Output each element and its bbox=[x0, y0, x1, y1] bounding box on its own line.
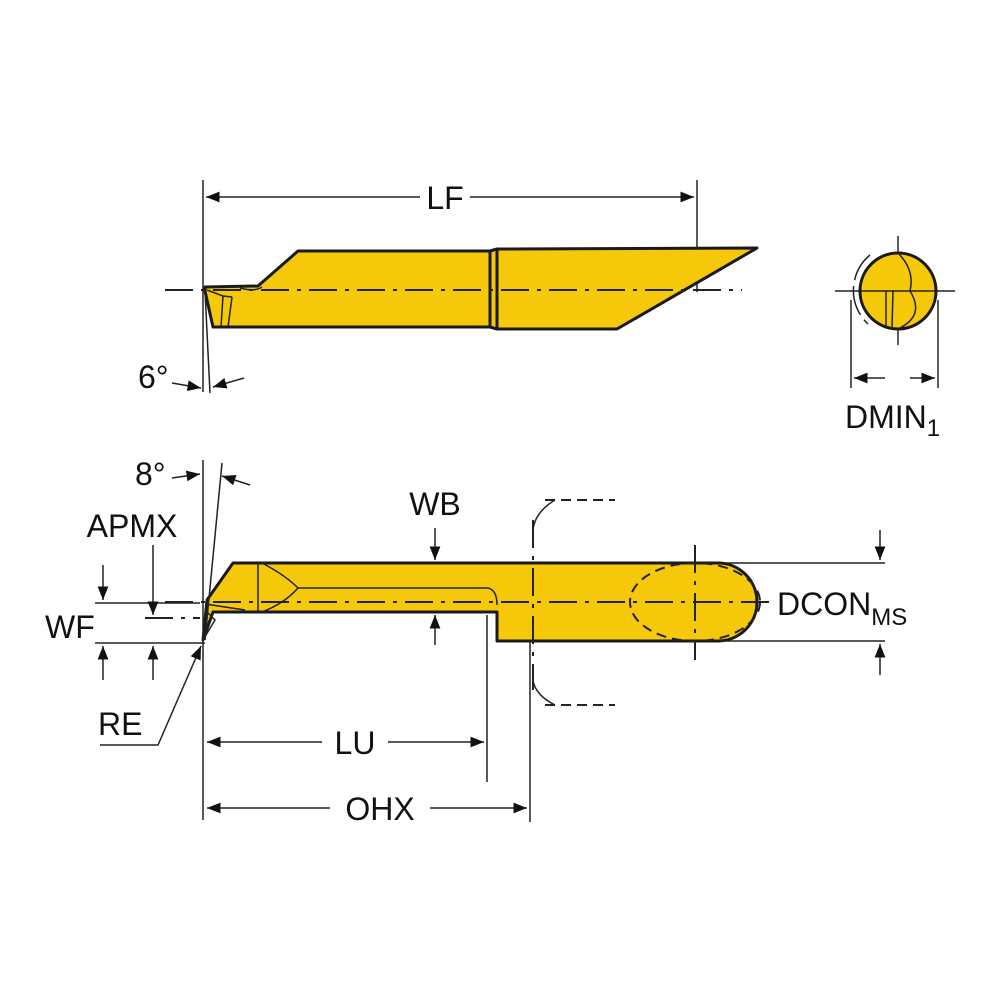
re-label: RE bbox=[98, 706, 142, 742]
lu-label: LU bbox=[335, 725, 376, 761]
side-view: DCONMS WB 8° APMX WF RE LU OHX bbox=[45, 456, 907, 827]
dcon-label: DCONMS bbox=[777, 586, 907, 631]
end-section-edges bbox=[860, 252, 938, 329]
dcon-label-main: DCON bbox=[777, 586, 871, 622]
wf-label: WF bbox=[45, 609, 95, 645]
end-view: DMIN1 bbox=[835, 236, 955, 442]
tool-top-body bbox=[203, 246, 759, 331]
dcon-label-subscript: MS bbox=[871, 604, 907, 631]
angle-6-label: 6° bbox=[138, 359, 169, 395]
angle-8-arrow bbox=[171, 470, 201, 482]
wb-label: WB bbox=[409, 486, 461, 522]
angle-8-arrow bbox=[221, 474, 251, 486]
head-neck-edges bbox=[257, 562, 498, 613]
angle-8-label: 8° bbox=[135, 456, 166, 492]
angle-6-arrow bbox=[171, 380, 202, 392]
ohx-label: OHX bbox=[345, 791, 414, 827]
section-bracket bbox=[532, 499, 556, 706]
dmin-label-subscript: 1 bbox=[927, 415, 940, 442]
dmin-label: DMIN1 bbox=[845, 399, 940, 442]
insert-edge-lines bbox=[202, 603, 246, 641]
dmin-arc bbox=[852, 254, 871, 325]
re-leader bbox=[100, 645, 202, 746]
angle-8-line bbox=[204, 462, 223, 641]
top-view: LF 6° bbox=[138, 180, 759, 395]
dmin-label-main: DMIN bbox=[845, 399, 927, 435]
insert-edge-lines bbox=[206, 289, 233, 328]
angle-6-line bbox=[204, 290, 211, 394]
lf-label: LF bbox=[426, 180, 463, 216]
apmx-label: APMX bbox=[87, 508, 178, 544]
angle-6-arrow bbox=[212, 377, 245, 389]
